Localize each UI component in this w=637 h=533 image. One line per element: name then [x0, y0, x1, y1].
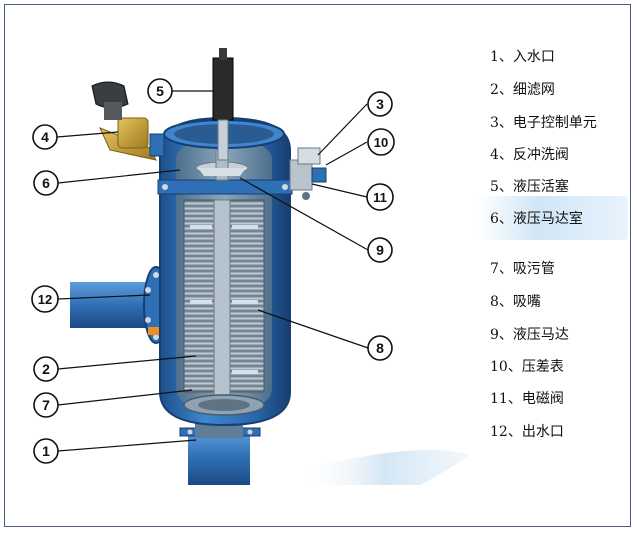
legend-item-9: 9、液压马达 [490, 327, 569, 343]
hydraulic-piston [212, 48, 234, 161]
inlet-pipe [179, 420, 261, 485]
callout-4: 4 [32, 124, 58, 150]
callout-label: 1 [42, 443, 50, 459]
callout-label: 6 [42, 175, 50, 191]
leader-lines [56, 90, 369, 452]
control-unit [289, 147, 327, 200]
backflush-valve [91, 81, 165, 161]
callout-label: 9 [376, 242, 384, 258]
callout-label: 4 [41, 129, 49, 145]
callout-6: 6 [33, 170, 59, 196]
legend-item-10: 10、压差表 [490, 359, 564, 375]
legend-item-7: 7、吸污管 [490, 261, 555, 277]
legend-item-11: 11、电磁阀 [490, 391, 564, 407]
callout-1: 1 [33, 438, 59, 464]
callout-2: 2 [33, 356, 59, 382]
legend-item-12: 12、出水口 [490, 424, 564, 440]
fine-screen [183, 199, 265, 401]
legend-item-5: 5、液压活塞 [490, 179, 569, 195]
callout-3: 3 [367, 91, 393, 117]
callout-label: 10 [374, 135, 388, 150]
callout-7: 7 [33, 392, 59, 418]
background-wave [300, 450, 470, 485]
callout-label: 5 [156, 83, 164, 99]
callout-10: 10 [367, 128, 395, 156]
bottom-collector [183, 394, 265, 416]
legend-highlight [478, 196, 628, 240]
callout-5: 5 [147, 78, 173, 104]
callout-label: 11 [373, 190, 387, 205]
legend-item-8: 8、吸嘴 [490, 294, 541, 310]
callout-9: 9 [367, 237, 393, 263]
callout-label: 2 [42, 361, 50, 377]
legend-item-3: 3、电子控制单元 [490, 115, 597, 131]
legend-item-2: 2、细滤网 [490, 82, 555, 98]
legend-item-6: 6、液压马达室 [490, 211, 583, 227]
callout-label: 12 [38, 292, 52, 307]
legend-item-4: 4、反冲洗阀 [490, 147, 569, 163]
callout-label: 3 [376, 96, 384, 112]
callout-label: 8 [376, 340, 384, 356]
callout-12: 12 [31, 285, 59, 313]
legend-item-1: 1、入水口 [490, 49, 555, 65]
callout-label: 7 [42, 397, 50, 413]
callout-11: 11 [366, 183, 394, 211]
callout-8: 8 [367, 335, 393, 361]
